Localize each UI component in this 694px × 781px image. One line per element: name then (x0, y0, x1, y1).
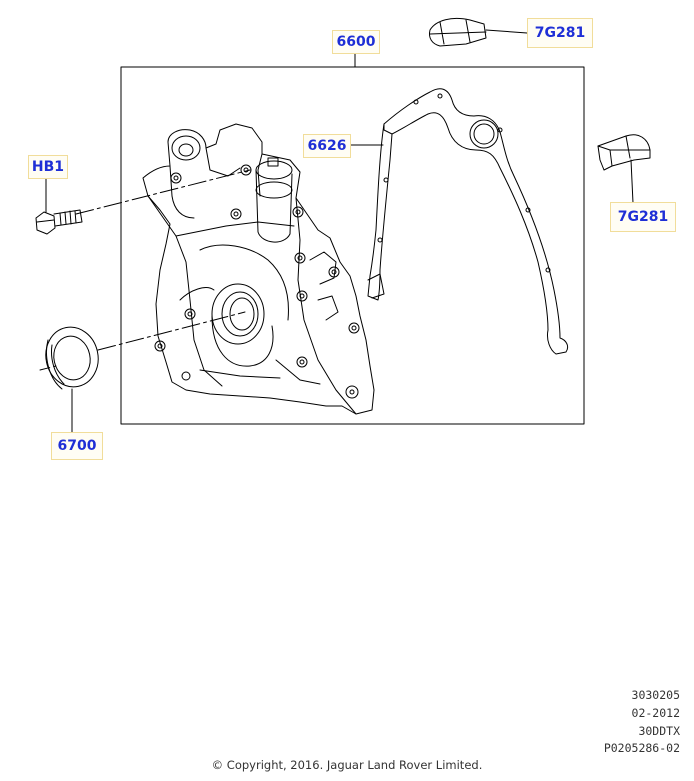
bolt-part (35, 209, 83, 235)
seal-part (45, 326, 99, 390)
copyright-notice: © Copyright, 2016. Jaguar Land Rover Lim… (211, 758, 483, 772)
meta-line-1: 3030205 (631, 688, 680, 702)
callout-hb1[interactable]: HB1 (28, 155, 68, 179)
callout-6700[interactable]: 6700 (51, 432, 103, 460)
gasket-part (367, 88, 569, 355)
callout-7g281-right[interactable]: 7G281 (610, 202, 676, 232)
leader-7g281-top (485, 29, 528, 34)
clip-part-right (597, 134, 651, 171)
callout-7g281-top[interactable]: 7G281 (527, 18, 593, 48)
meta-line-2: 02-2012 (631, 706, 680, 720)
meta-line-3: 30DDTX (638, 724, 680, 738)
callout-6626[interactable]: 6626 (303, 134, 351, 158)
seal-install-line (97, 311, 246, 351)
leader-7g281-right (630, 159, 634, 204)
clip-part-top (429, 17, 487, 47)
assembly-frame (120, 66, 585, 425)
meta-line-4: P0205286-02 (603, 741, 680, 755)
callout-6600[interactable]: 6600 (332, 30, 380, 54)
bolt-install-line (75, 169, 251, 215)
oil-pump-body (142, 123, 375, 415)
